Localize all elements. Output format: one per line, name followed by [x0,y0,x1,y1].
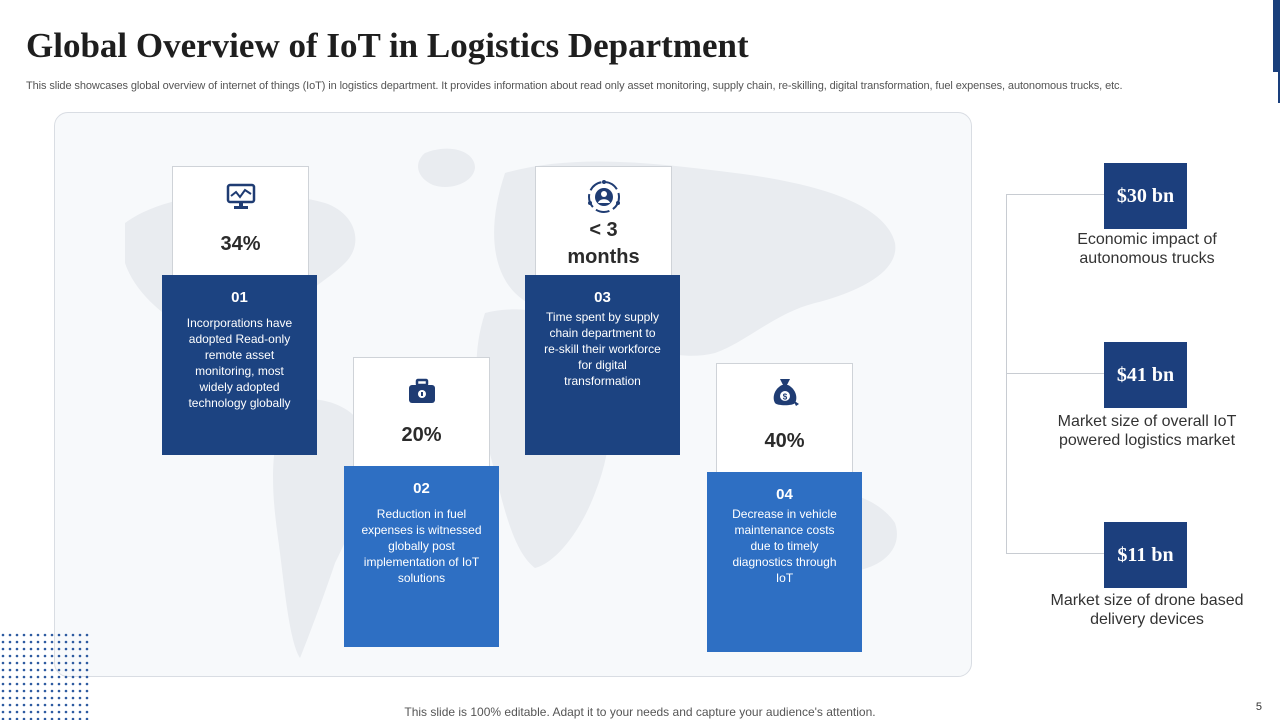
stat-card-4-number: 04 [776,486,793,503]
page-number: 5 [1255,701,1262,713]
market-amount-2: $41 bn [1104,342,1187,408]
money-bag-icon: $ [769,376,801,413]
accent-line [1278,0,1280,103]
stat-box-1: 34% [172,166,309,276]
stat-value-3-line2: months [567,246,640,268]
market-label-3: Market size of drone based delivery devi… [1050,592,1244,628]
stat-value-4: 40% [764,430,805,452]
fuel-briefcase-icon [407,378,437,411]
stat-card-3-text: Time spent by supply chain department to… [544,310,661,388]
dot-pattern-decoration [0,632,90,720]
accent-bar [1273,0,1280,72]
tree-connector-3 [1006,553,1104,554]
svg-text:$: $ [782,393,787,402]
stat-card-3: 03 Time spent by supply chain department… [525,275,680,455]
stat-box-4: $ 40% [716,363,853,473]
footer-note: This slide is 100% editable. Adapt it to… [404,705,876,719]
stat-card-4: 04 Decrease in vehicle maintenance costs… [707,472,862,652]
market-label-1: Economic impact of autonomous trucks [1077,231,1217,267]
market-amount-1: $30 bn [1104,163,1187,229]
stat-card-4-text: Decrease in vehicle maintenance costs du… [732,507,837,585]
tree-connector-1 [1006,194,1104,195]
stat-card-1-text: Incorporations have adopted Read-only re… [186,316,293,410]
monitor-chart-icon [226,183,256,216]
slide-subtitle: This slide showcases global overview of … [26,80,1123,92]
stat-value-3-line1: < 3 [589,219,618,241]
person-cycle-icon [586,179,622,220]
stat-card-3-number: 03 [594,289,611,306]
market-amount-3: $11 bn [1104,522,1187,588]
stat-card-2: 02 Reduction in fuel expenses is witness… [344,466,499,647]
stat-value-2: 20% [401,424,442,446]
stat-box-3: < 3 months [535,166,672,276]
stat-value-1: 34% [220,233,261,255]
slide-title: Global Overview of IoT in Logistics Depa… [26,26,749,65]
stat-box-2: 20% [353,357,490,467]
tree-connector-2 [1006,373,1104,374]
stat-card-1: 01 Incorporations have adopted Read-only… [162,275,317,455]
stat-card-2-number: 02 [413,480,430,497]
market-label-2: Market size of overall IoT powered logis… [1057,413,1237,449]
stat-card-2-text: Reduction in fuel expenses is witnessed … [361,507,482,585]
stat-card-1-number: 01 [231,289,248,306]
